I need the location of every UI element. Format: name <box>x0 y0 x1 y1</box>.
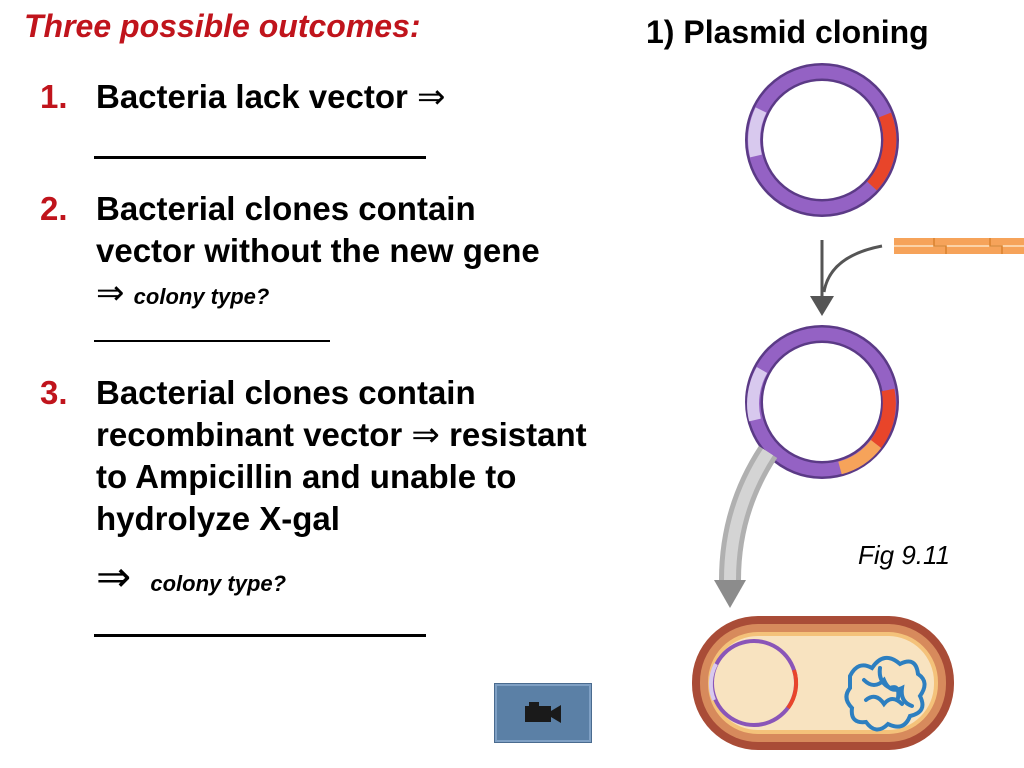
insert-dna-fragment <box>894 238 1024 254</box>
outcome-number: 2. <box>40 190 68 227</box>
slide-title: Three possible outcomes: <box>24 8 421 44</box>
outcome-text-continued: resistant to Ampicillin and unable to hy… <box>96 416 587 537</box>
colony-question: colony type? <box>133 284 270 309</box>
recombinant-plasmid <box>745 325 899 479</box>
transformation-arrow <box>714 445 778 608</box>
implies-arrow: ⇒ <box>96 274 125 312</box>
outcome-text: Bacterial clones contain vector without … <box>96 190 540 269</box>
movie-button[interactable] <box>494 683 592 743</box>
outcome-item-2: 2. Bacterial clones contain vector witho… <box>40 188 560 318</box>
answer-blank-2 <box>94 340 330 342</box>
outcome-text: Bacterial clones contain recombinant vec… <box>96 374 476 453</box>
implies-arrow: ⇒ <box>417 78 446 116</box>
outcome-item-1: 1. Bacteria lack vector ⇒ <box>40 76 620 118</box>
ligation-arrow <box>810 240 883 316</box>
outcome-item-3: 3. Bacterial clones contain recombinant … <box>40 372 600 540</box>
implies-arrow: ⇒ <box>96 553 132 600</box>
outcome-number: 3. <box>40 374 68 411</box>
chromosome <box>844 656 927 732</box>
plasmid-in-cell <box>708 639 799 727</box>
plasmid-vector <box>745 63 899 217</box>
bacterial-cell <box>692 616 954 750</box>
outcome-item-3-question: ⇒ colony type? <box>96 556 676 605</box>
movie-camera-icon <box>525 702 561 723</box>
figure-title: 1) Plasmid cloning <box>646 14 929 50</box>
outcome-text: Bacteria lack vector <box>96 78 408 115</box>
outcome-number: 1. <box>40 78 68 115</box>
colony-question: colony type? <box>150 571 287 596</box>
answer-blank-3 <box>94 634 426 637</box>
implies-arrow: ⇒ <box>411 416 440 454</box>
answer-blank-1 <box>94 156 426 159</box>
figure-caption: Fig 9.11 <box>858 540 951 570</box>
plasmid-cloning-diagram <box>692 63 1024 750</box>
